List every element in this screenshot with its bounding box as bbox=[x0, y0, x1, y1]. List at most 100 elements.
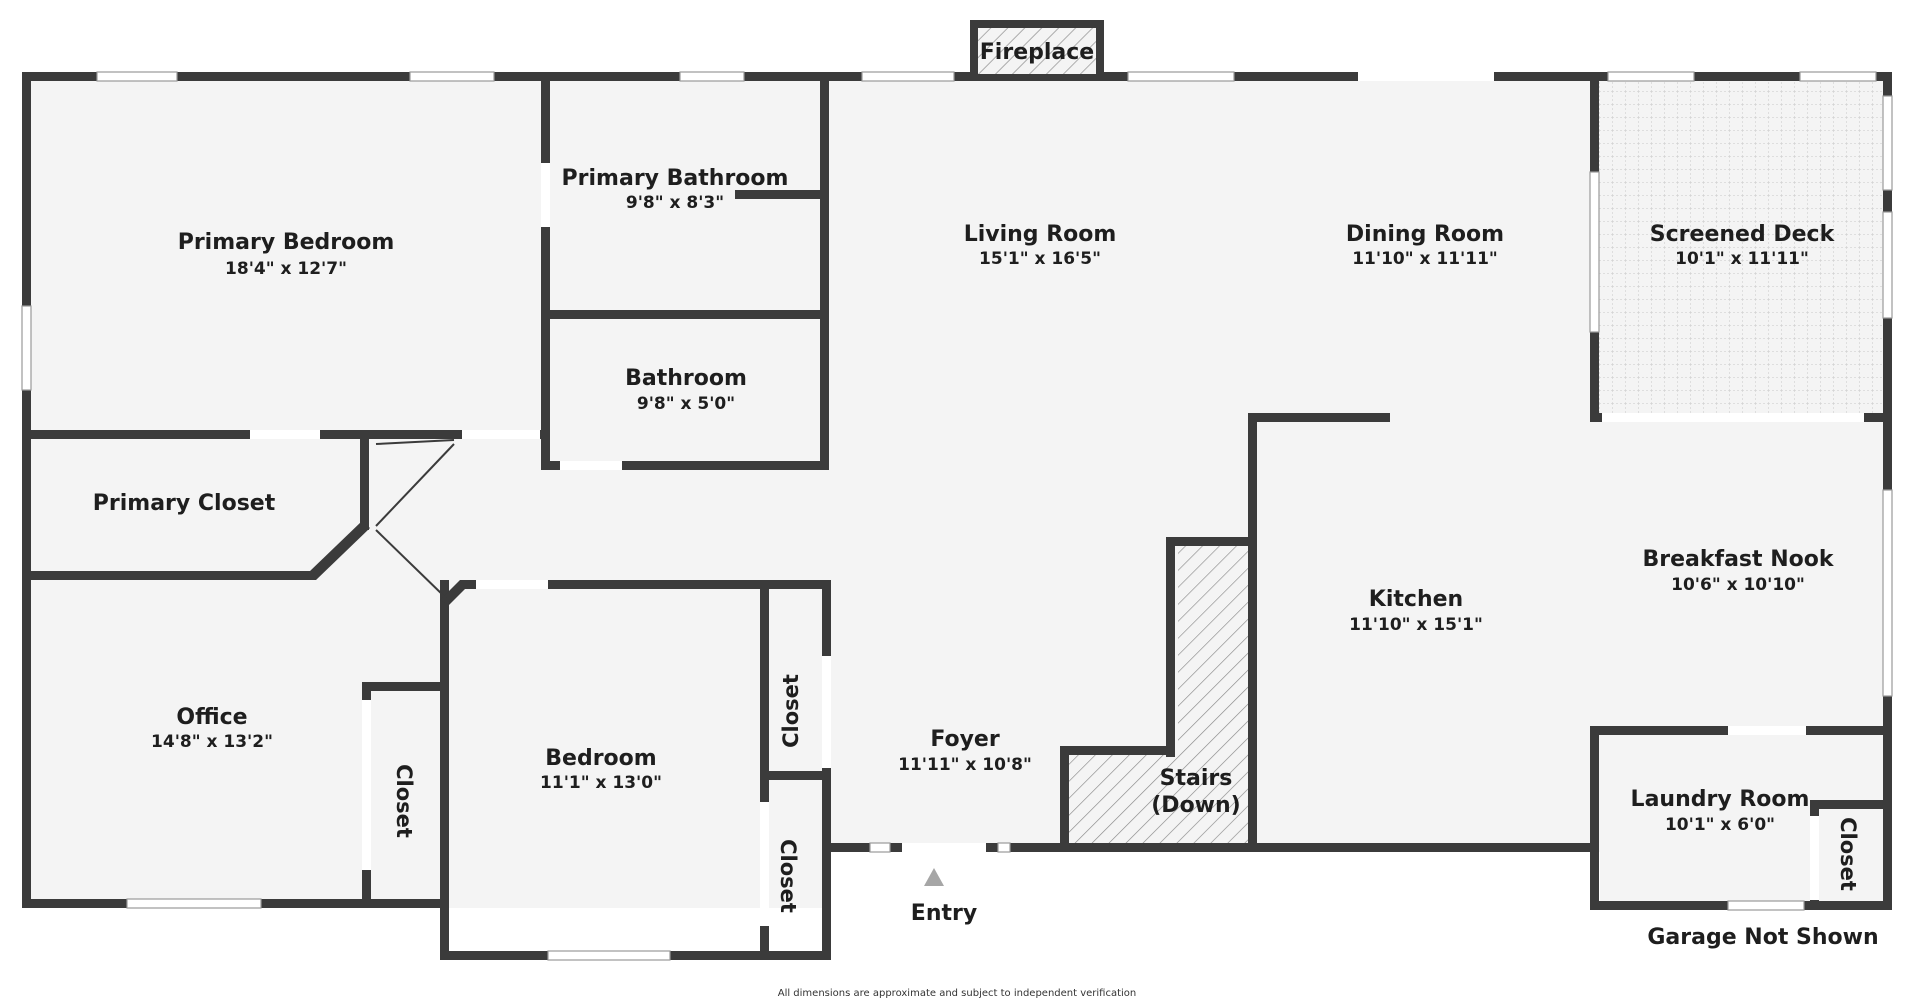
primary-bath-stub bbox=[735, 190, 825, 199]
south-wall-main bbox=[822, 843, 1598, 852]
deck-door bbox=[1589, 171, 1600, 333]
door-opening bbox=[462, 430, 540, 439]
primary-closet-south-wall bbox=[22, 521, 370, 580]
window bbox=[126, 898, 262, 909]
stairs-lower-wall bbox=[1060, 746, 1069, 850]
screened-deck-dims: 10'1" x 11'11" bbox=[1675, 249, 1809, 269]
door-opening bbox=[476, 580, 548, 589]
living-room-dims: 15'1" x 16'5" bbox=[979, 249, 1101, 269]
entry-door bbox=[902, 843, 986, 852]
laundry-room-dims: 10'1" x 6'0" bbox=[1665, 815, 1775, 835]
foyer-dims: 11'11" x 10'8" bbox=[898, 755, 1032, 775]
north-opening bbox=[1358, 72, 1494, 81]
window bbox=[1727, 900, 1805, 911]
door-swing bbox=[375, 439, 455, 445]
fireplace-top bbox=[970, 20, 1104, 28]
window bbox=[409, 71, 495, 82]
door-opening bbox=[822, 656, 831, 768]
primary-bedroom-name: Primary Bedroom bbox=[178, 230, 395, 255]
openings bbox=[21, 71, 1893, 961]
hall-wall-west bbox=[541, 78, 550, 470]
door-swing bbox=[375, 443, 455, 527]
window bbox=[1882, 95, 1893, 191]
bedroom-west-wall bbox=[440, 580, 449, 960]
sidelight bbox=[869, 842, 891, 853]
entry-arrow-icon bbox=[924, 868, 944, 886]
stairs-label: Stairs bbox=[1160, 766, 1233, 791]
garage-note: Garage Not Shown bbox=[1647, 925, 1878, 950]
entry-label: Entry bbox=[911, 901, 977, 926]
office-closet-top-wall bbox=[362, 682, 442, 691]
window bbox=[21, 305, 32, 391]
fireplace-left bbox=[970, 20, 978, 78]
primary-bathroom-dims: 9'8" x 8'3" bbox=[626, 193, 724, 213]
office-name: Office bbox=[176, 705, 247, 730]
door-opening bbox=[541, 163, 550, 227]
laundry-room-name: Laundry Room bbox=[1631, 787, 1810, 812]
laundry-closet-top-wall bbox=[1810, 800, 1890, 809]
kitchen-north-wall bbox=[1248, 413, 1390, 422]
office-dims: 14'8" x 13'2" bbox=[151, 732, 273, 752]
window bbox=[861, 71, 955, 82]
stairs-west-wall bbox=[1166, 537, 1175, 757]
door-opening bbox=[362, 700, 371, 870]
breakfast-nook-dims: 10'6" x 10'10" bbox=[1671, 575, 1805, 595]
office-closet-label: Closet bbox=[392, 764, 416, 838]
fireplace-hearth bbox=[978, 28, 1096, 74]
window bbox=[1799, 71, 1877, 82]
door-swing bbox=[375, 529, 447, 599]
laundry-east-wall bbox=[1883, 726, 1892, 910]
breakfast-nook-name: Breakfast Nook bbox=[1643, 547, 1835, 572]
bathroom-dims: 9'8" x 5'0" bbox=[637, 394, 735, 414]
bedroom-closet-east-wall bbox=[822, 580, 831, 960]
bedroom-name: Bedroom bbox=[545, 746, 656, 771]
stairs-area bbox=[1068, 546, 1250, 845]
dining-room-name: Dining Room bbox=[1346, 222, 1504, 247]
primary-bathroom-name: Primary Bathroom bbox=[562, 166, 789, 191]
door-opening bbox=[1810, 816, 1819, 900]
kitchen-west-wall bbox=[1248, 413, 1257, 852]
closet-labels: Closet Closet Closet Closet bbox=[392, 674, 1860, 913]
door-opening bbox=[560, 461, 622, 470]
stairs-top-wall bbox=[1166, 537, 1256, 546]
kitchen-dims: 11'10" x 15'1" bbox=[1349, 615, 1483, 635]
window bbox=[547, 950, 671, 961]
foyer-name: Foyer bbox=[930, 727, 1000, 752]
primary-closet-name: Primary Closet bbox=[93, 491, 276, 516]
screened-deck-name: Screened Deck bbox=[1650, 222, 1836, 247]
deck-opening bbox=[1602, 413, 1864, 422]
window bbox=[96, 71, 178, 82]
bath-south-wall bbox=[546, 461, 828, 470]
bath-east-wall bbox=[820, 72, 829, 470]
room-labels: Primary Bedroom 18'4" x 12'7" Primary Ba… bbox=[93, 166, 1836, 835]
living-room-name: Living Room bbox=[964, 222, 1117, 247]
sidelight bbox=[997, 842, 1011, 853]
door-opening bbox=[1728, 726, 1806, 735]
window bbox=[1127, 71, 1235, 82]
dining-room-dims: 11'10" x 11'11" bbox=[1352, 249, 1498, 269]
window bbox=[1882, 489, 1893, 697]
north-wall bbox=[22, 72, 1892, 81]
door-opening bbox=[760, 802, 769, 926]
primary-closet-east-wall bbox=[360, 430, 369, 530]
bedroom-closet-wall bbox=[760, 580, 769, 960]
fireplace-label: Fireplace bbox=[980, 40, 1094, 65]
bath-divider bbox=[546, 310, 824, 319]
bedroom-closet-lower-label: Closet bbox=[776, 839, 800, 913]
door-opening bbox=[250, 430, 320, 439]
laundry-closet-label: Closet bbox=[1836, 817, 1860, 891]
stairs-step-wall bbox=[1060, 746, 1174, 755]
floor-areas bbox=[24, 78, 1888, 1003]
interior-floor bbox=[24, 78, 1888, 908]
stairs-direction-label: (Down) bbox=[1151, 793, 1240, 818]
window bbox=[1607, 71, 1695, 82]
window bbox=[1882, 211, 1893, 319]
bedroom-closet-upper-label: Closet bbox=[779, 674, 803, 748]
closet-divider bbox=[760, 771, 830, 780]
exterior-below-entry bbox=[830, 852, 1600, 1003]
kitchen-name: Kitchen bbox=[1369, 587, 1463, 612]
bathroom-name: Bathroom bbox=[625, 366, 747, 391]
west-wall bbox=[22, 72, 31, 908]
screened-deck-floor bbox=[1598, 80, 1888, 417]
